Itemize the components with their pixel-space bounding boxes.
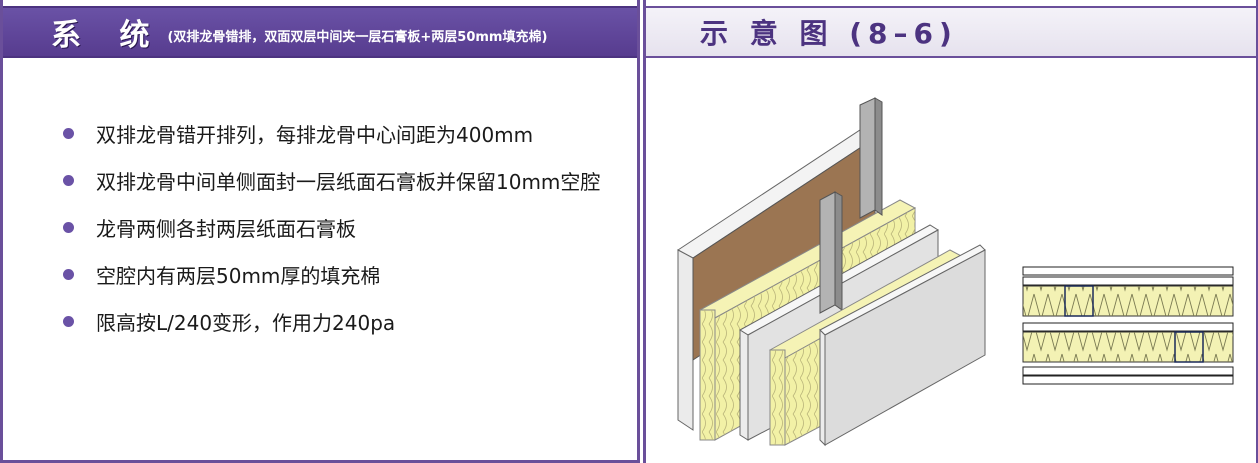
board-layer — [1022, 375, 1234, 385]
diagram-title: 示 意 图 (8–6) — [700, 17, 958, 50]
stud-section — [1174, 331, 1204, 363]
list-item: 空腔内有两层50mm厚的填充棉 — [63, 256, 600, 292]
system-title: 系 统 — [51, 18, 164, 53]
system-panel: 系 统 (双排龙骨错排，双面双层中间夹一层石膏板+两层50mm填充棉) 双排龙骨… — [0, 0, 640, 463]
wall-section-diagram — [1022, 266, 1234, 385]
board-layer — [1022, 276, 1234, 286]
back-board-edge — [677, 249, 694, 431]
wall-isometric-illustration — [677, 97, 986, 447]
bullet-icon — [63, 174, 74, 186]
bullet-icon — [63, 221, 74, 233]
stud-section — [1064, 285, 1094, 317]
system-subtitle: (双排龙骨错排，双面双层中间夹一层石膏板+两层50mm填充棉) — [167, 29, 548, 45]
list-item: 双排龙骨错开排列，每排龙骨中心间距为400mm — [63, 115, 600, 151]
front-stud — [819, 191, 836, 314]
system-header: 系 统 (双排龙骨错排，双面双层中间夹一层石膏板+两层50mm填充棉) — [3, 6, 637, 58]
board-layer — [1022, 266, 1234, 276]
board-layer — [1022, 366, 1234, 376]
rear-stud — [859, 97, 876, 219]
bullet-icon — [63, 127, 74, 139]
front-board — [824, 249, 986, 446]
diagram-header: 示 意 图 (8–6) — [646, 6, 1256, 58]
list-item: 龙骨两侧各封两层纸面石膏板 — [63, 209, 600, 245]
board-layer — [1022, 322, 1234, 332]
list-item: 限高按L/240变形，作用力240pa — [63, 303, 600, 339]
diagram-panel: 示 意 图 (8–6) — [643, 0, 1258, 463]
feature-list: 双排龙骨错开排列，每排龙骨中心间距为400mm 双排龙骨中间单侧面封一层纸面石膏… — [63, 115, 600, 350]
list-item: 双排龙骨中间单侧面封一层纸面石膏板并保留10mm空腔 — [63, 162, 600, 198]
bullet-icon — [63, 268, 74, 280]
bullet-icon — [63, 315, 74, 327]
